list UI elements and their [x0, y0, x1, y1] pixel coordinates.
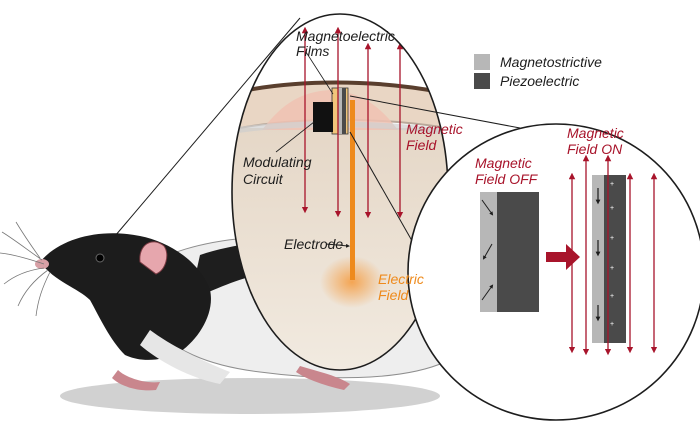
zoom-cone-line-top [114, 17, 301, 237]
label-electric-field-line2: Field [378, 287, 409, 303]
svg-text:+: + [610, 205, 614, 212]
svg-text:+: + [610, 321, 614, 328]
on-piezoelectric-layer [604, 175, 626, 343]
label-magnetoelectric-films: Magnetoelectric Films [296, 28, 395, 59]
rat-shadow [60, 378, 440, 414]
svg-text:+: + [610, 181, 614, 188]
legend-label-piezoelectric: Piezoelectric [500, 73, 580, 89]
label-magnetic-field-line1: Magnetic [406, 121, 463, 137]
label-electrode: Electrode [284, 236, 344, 252]
label-modulating-circuit-line1: Modulating [243, 154, 312, 170]
label-field-off-line1: Magnetic [475, 155, 532, 171]
detail-inset: + + + + + + [407, 123, 700, 421]
svg-text:+: + [610, 235, 614, 242]
label-electric-field-line1: Electric [378, 271, 424, 287]
label-modulating-circuit-line2: Circuit [243, 171, 283, 187]
off-piezoelectric-layer [497, 192, 539, 312]
svg-text:+: + [610, 293, 614, 300]
svg-text:+: + [610, 265, 614, 272]
legend-label-magnetostrictive: Magnetostrictive [500, 54, 602, 70]
detail-cone-line-top [349, 95, 521, 129]
legend-swatch-piezoelectric [474, 73, 490, 89]
label-magnetic-field-line2: Field [406, 137, 437, 153]
label-field-on-line1: Magnetic [567, 125, 624, 141]
off-magnetostrictive-layer [480, 192, 497, 312]
label-field-off-line2: Field OFF [475, 171, 538, 187]
label-field-on-line2: Field ON [567, 141, 623, 157]
legend-swatch-magnetostrictive [474, 54, 490, 70]
on-magnetostrictive-layer [592, 175, 604, 343]
